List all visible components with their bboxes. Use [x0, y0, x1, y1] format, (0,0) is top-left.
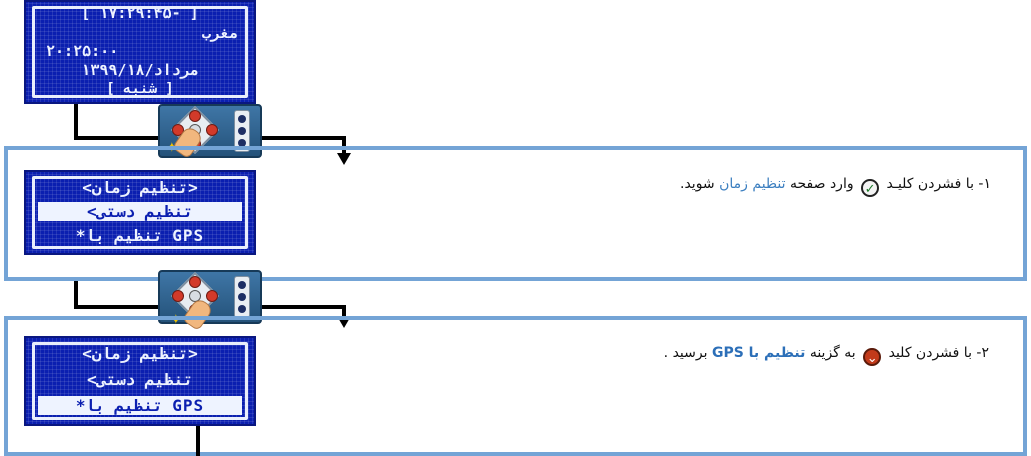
arrow-down-icon: [337, 153, 351, 165]
right-key-icon: [206, 290, 218, 302]
step-1-middle: وارد صفحه: [789, 176, 854, 192]
lcd-menu-item-gps-label: *تنظیم با: [75, 396, 163, 415]
lcd-menu-item-gps-word: GPS: [172, 226, 205, 245]
side-key-icon: [238, 127, 246, 135]
step-1-highlight: تنظیم زمان: [719, 176, 786, 192]
lcd-menu-title: <تنظیم زمان>: [82, 344, 198, 363]
lcd-maghrib-label: مغرب: [201, 24, 238, 42]
lcd-date-line: ۱۳۹۹/مرداد/۱۸: [81, 61, 199, 79]
up-key-icon: [189, 276, 201, 288]
lcd-menu-item-manual: <تنظیم دستی: [87, 370, 193, 389]
down-key-icon: ⌄: [863, 348, 882, 366]
step-2-middle: به گزینه: [809, 345, 856, 361]
lcd-menu-item-gps-word: GPS: [172, 396, 205, 415]
side-key-icon: [238, 293, 246, 301]
lcd-frame: [32, 342, 248, 420]
side-key-icon: [238, 281, 246, 289]
lcd-menu-item-gps: *تنظیم با GPS: [38, 396, 242, 415]
lcd-frame: [32, 176, 248, 249]
side-key-icon: [238, 115, 246, 123]
step-2-instruction: ۲- با فشردن کلید ⌄ به گزینه تنظیم با GPS…: [664, 345, 989, 366]
connector-line: [342, 305, 346, 319]
step-2-suffix: برسید .: [663, 345, 708, 361]
left-key-icon: [172, 290, 184, 302]
step-2-box: [4, 316, 1027, 456]
lcd-maghrib-time: ۲۰:۲۵:۰۰: [46, 42, 119, 60]
connector-line: [74, 104, 78, 140]
connector-line: [74, 281, 78, 309]
step-1-prefix: ۱- با فشردن کلیـد: [886, 176, 992, 192]
press-spark-icon: ✦: [170, 312, 182, 328]
up-key-icon: [189, 110, 201, 122]
step-1-box: [4, 146, 1027, 281]
check-key-icon: ✓: [861, 179, 880, 197]
lcd-menu-title: <تنظیم زمان>: [82, 178, 198, 197]
keypad-side-strip: [234, 110, 250, 152]
lcd-frame: [32, 6, 248, 98]
lcd-menu-screen-1: <تنظیم زمان> <تنظیم دستی *تنظیم با GPS: [24, 170, 256, 255]
connector-line: [196, 426, 200, 456]
lcd-menu-item-manual: <تنظیم دستی: [38, 202, 242, 221]
step-2-highlight: تنظیم با GPS: [711, 345, 806, 361]
keypad-side-strip: [234, 276, 250, 318]
lcd-time-line: [ ۱۷:۲۹:۴۵- ]: [81, 4, 199, 22]
side-key-icon: [238, 305, 246, 313]
side-key-icon: [238, 139, 246, 147]
lcd-menu-screen-2: <تنظیم زمان> <تنظیم دستی *تنظیم با GPS: [24, 336, 256, 426]
step-1-suffix: شوید.: [680, 176, 715, 192]
lcd-menu-item-gps-label: *تنظیم با: [75, 226, 163, 245]
lcd-weekday-line: [ شنبه ]: [106, 81, 174, 97]
right-key-icon: [206, 124, 218, 136]
lcd-clock-screen: [ ۱۷:۲۹:۴۵- ] مغرب ۲۰:۲۵:۰۰ ۱۳۹۹/مرداد/۱…: [24, 0, 256, 104]
step-1-instruction: ۱- با فشردن کلیـد ✓ وارد صفحه تنظیم زمان…: [680, 176, 991, 197]
lcd-menu-item-gps: *تنظیم با GPS: [24, 226, 256, 245]
step-2-prefix: ۲- با فشردن کلید: [888, 345, 989, 361]
